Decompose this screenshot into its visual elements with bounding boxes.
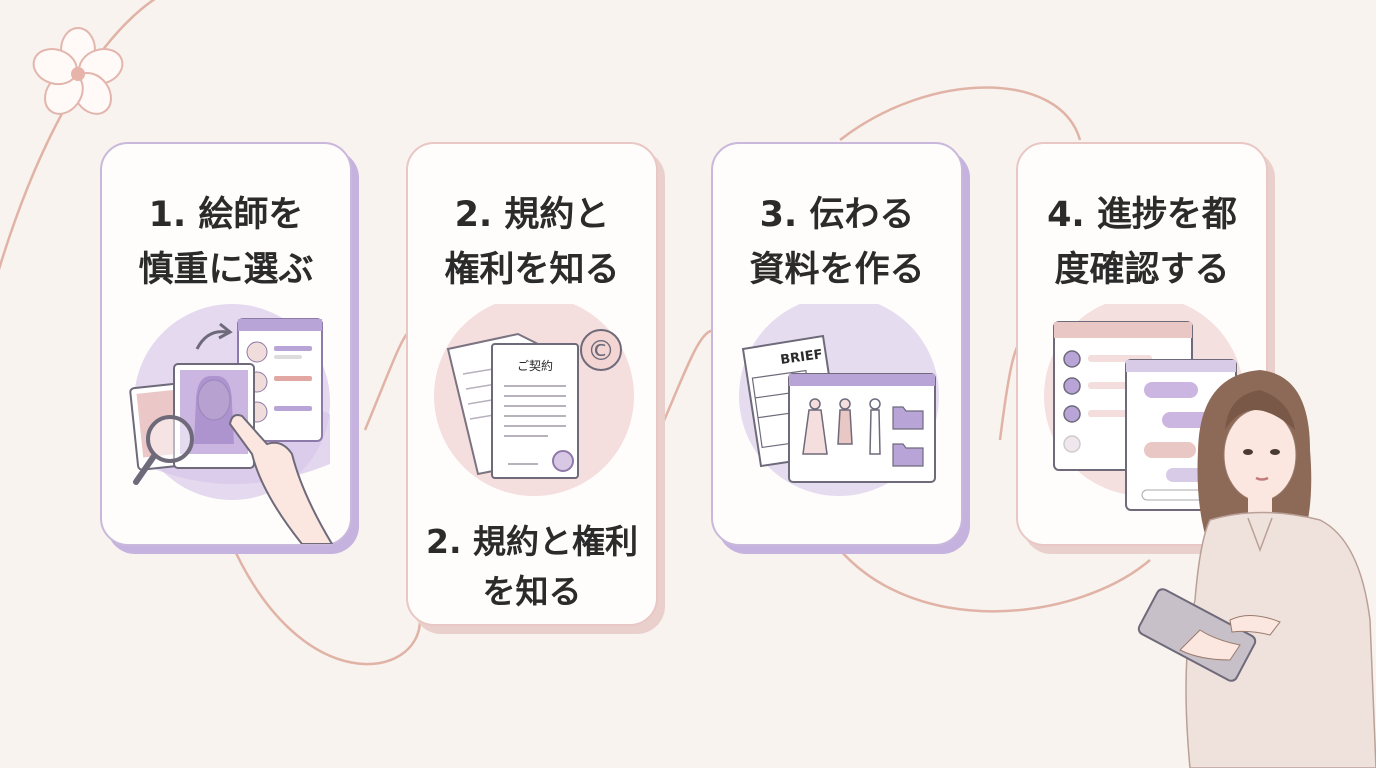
- step-caption-2: 2. 規約と権利 を知る: [426, 522, 638, 611]
- progress-chat-icon: [1044, 304, 1244, 511]
- artist-search-icon: [129, 304, 334, 544]
- copyright-icon: ©: [587, 334, 615, 367]
- contract-icon: ご契約 ©: [434, 304, 634, 496]
- step-title-3: 3. 伝わる 資料を作る: [749, 195, 925, 290]
- cherry-blossom-icon: [32, 27, 124, 115]
- step-title-4: 4. 進捗を都 度確認する: [1047, 195, 1237, 290]
- woman-with-tablet-illustration: [1137, 370, 1376, 768]
- step-title-2: 2. 規約と 権利を知る: [444, 195, 620, 290]
- reference-brief-icon: BRIEF: [739, 304, 939, 496]
- document-label: ご契約: [517, 358, 553, 373]
- step-card-1: 1. 絵師を 慎重に選ぶ: [100, 142, 352, 546]
- step-title-1: 1. 絵師を 慎重に選ぶ: [138, 195, 314, 290]
- brief-label: BRIEF: [779, 347, 823, 368]
- step-card-3: 3. 伝わる 資料を作る BRIEF: [711, 142, 963, 546]
- step-card-2: 2. 規約と 権利を知る ご契約 © 2. 規約と権利 を知る: [406, 142, 658, 626]
